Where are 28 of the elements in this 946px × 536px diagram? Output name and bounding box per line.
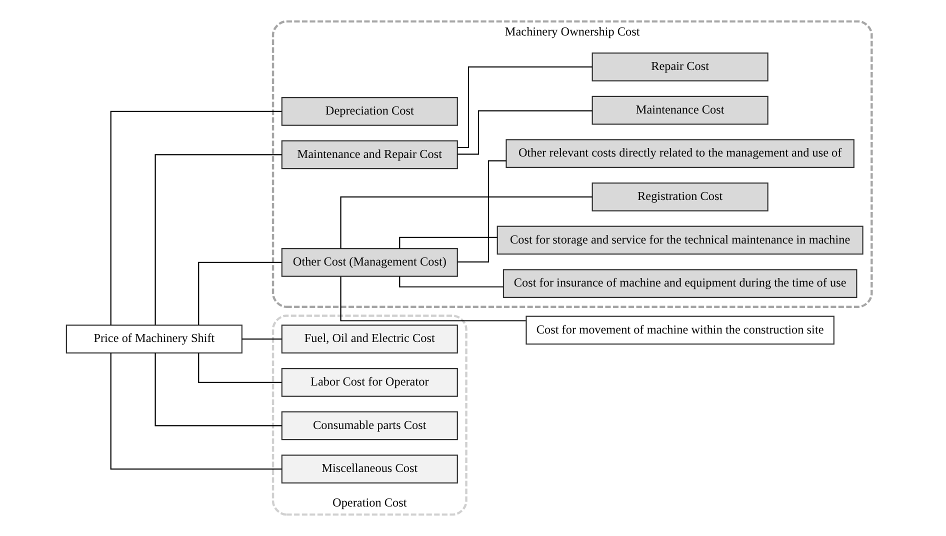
node-box: Miscellaneous Cost <box>280 454 458 484</box>
node-box: Consumable parts Cost <box>280 411 458 440</box>
connector <box>110 353 282 470</box>
node-box: Other Cost (Management Cost) <box>280 248 458 277</box>
connector <box>398 276 503 288</box>
connector <box>457 66 592 148</box>
connector <box>340 276 526 322</box>
node-box: Price of Machinery Shift <box>65 324 242 354</box>
node-box: Cost for movement of machine within the construction site <box>525 316 834 345</box>
connector <box>110 110 282 326</box>
node-box: Registration Cost <box>591 182 768 212</box>
node-box: Repair Cost <box>591 52 768 82</box>
node-box: Other relevant costs directly related to the management and use of <box>505 139 854 168</box>
node-box: Fuel, Oil and Electric Cost <box>280 324 458 354</box>
connector <box>340 196 592 249</box>
connector <box>457 110 592 155</box>
node-box: Maintenance and Repair Cost <box>280 140 458 170</box>
connector <box>457 160 506 262</box>
node-box: Cost for storage and service for the technical maintenance in machine <box>496 226 863 255</box>
node-box: Maintenance Cost <box>591 96 768 125</box>
node-box: Cost for insurance of machine and equipment during the time of use <box>502 269 857 298</box>
connector <box>198 262 282 326</box>
connector <box>198 353 282 383</box>
connector <box>154 353 282 426</box>
node-box: Depreciation Cost <box>280 96 458 126</box>
connector <box>242 338 282 340</box>
connector <box>154 154 282 325</box>
node-box: Labor Cost for Operator <box>280 368 458 397</box>
